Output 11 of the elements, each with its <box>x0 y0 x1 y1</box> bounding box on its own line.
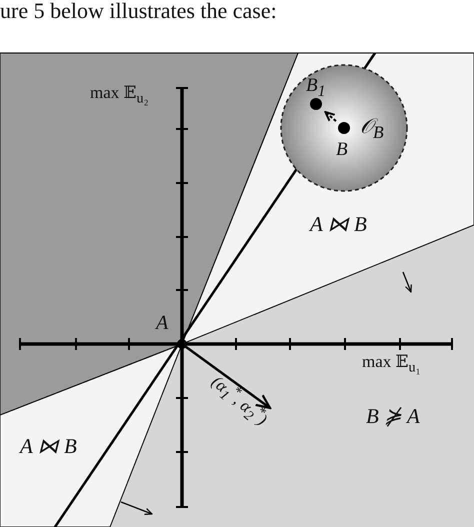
region-label: A ⋈ B <box>20 436 77 457</box>
dashed-arrow <box>324 111 337 122</box>
region-label: B ⋡ A <box>366 406 420 427</box>
point-label: B <box>336 140 348 159</box>
axis-label: max 𝔼$_{u₁}$ <box>362 353 420 375</box>
region-label: A ⋈ B <box>310 214 367 235</box>
axis-label: max 𝔼$_{u₂}$ <box>90 84 148 106</box>
region-label: 𝒪$_{B}$ <box>360 116 384 142</box>
body-text: ure 5 below illustrates the case: <box>0 0 277 22</box>
point-label: B$_{1}$ <box>306 76 326 100</box>
point-label: A <box>156 313 168 333</box>
